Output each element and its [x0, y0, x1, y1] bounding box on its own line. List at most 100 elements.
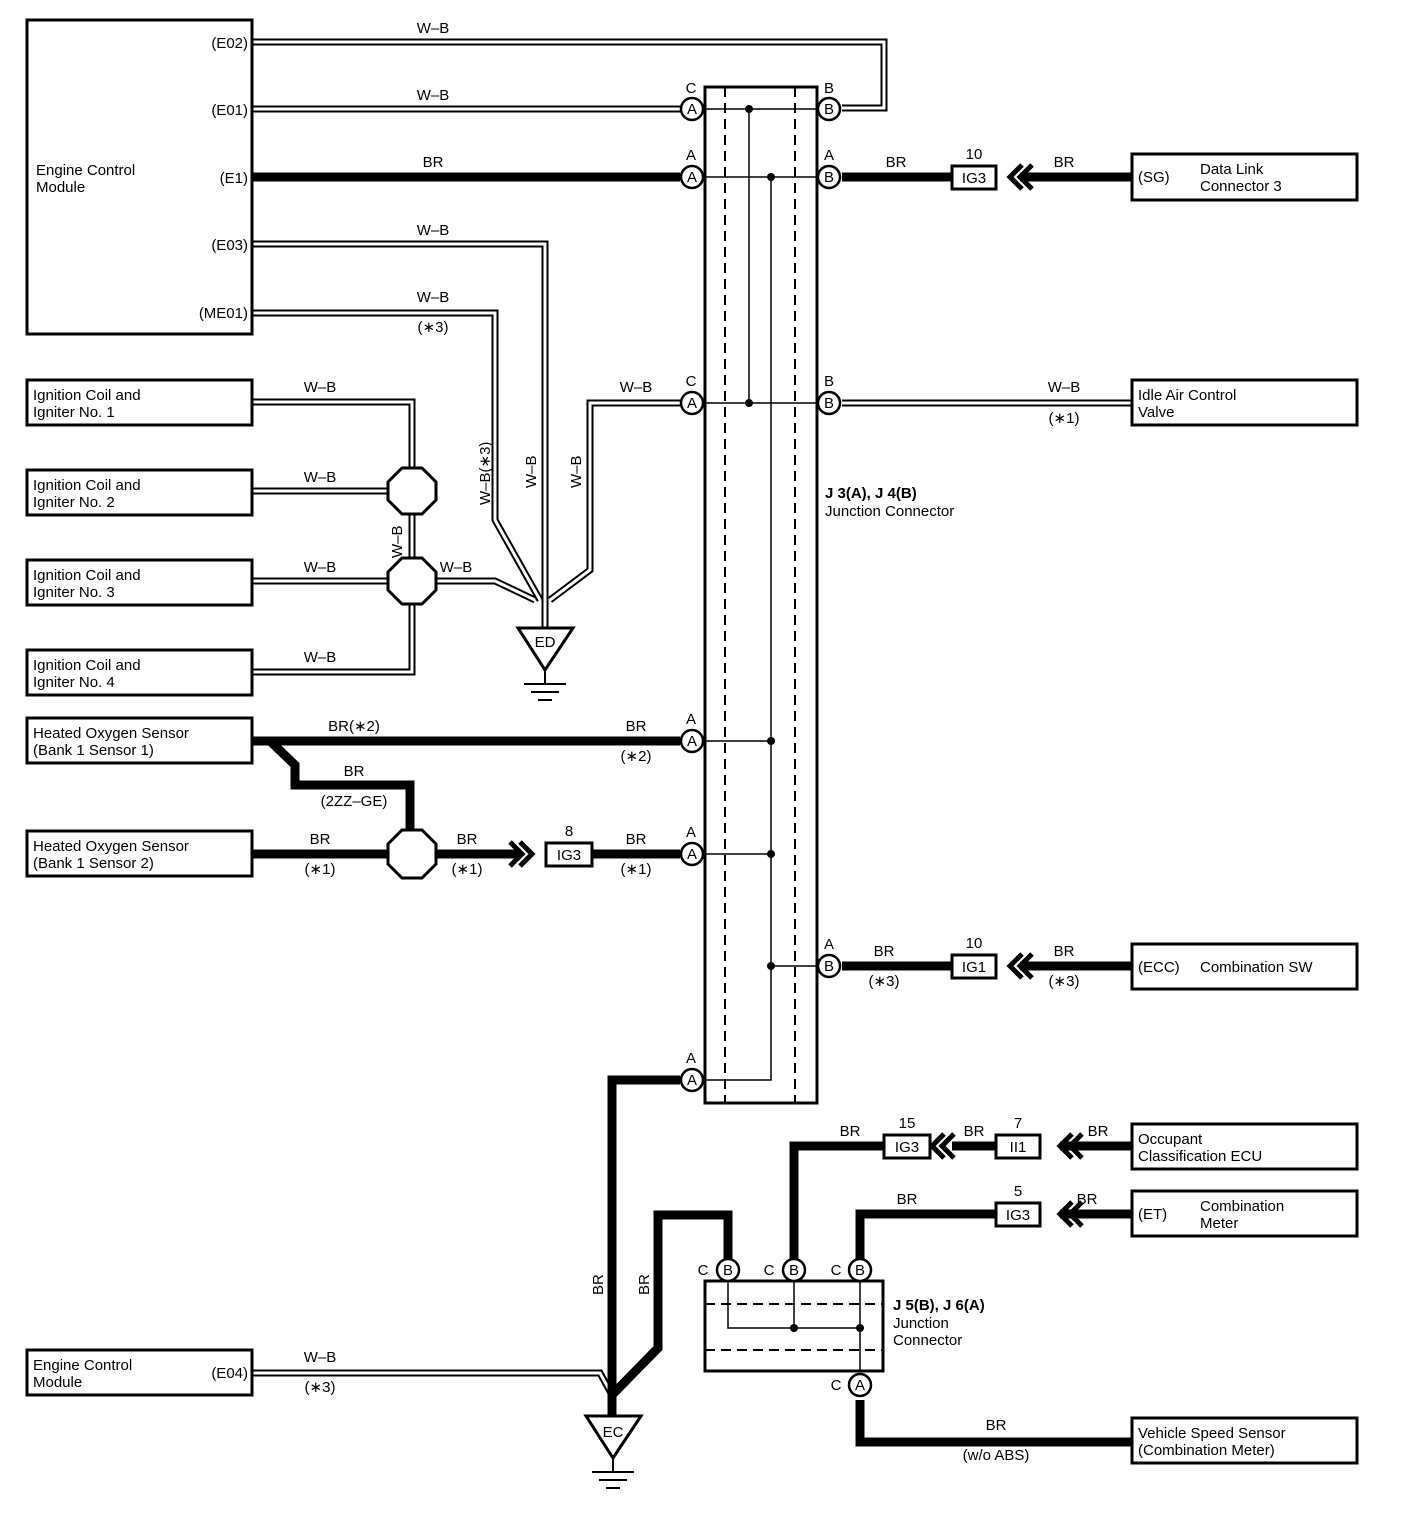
svg-text:Ignition Coil and: Ignition Coil and: [33, 477, 141, 494]
svg-text:(∗2): (∗2): [621, 748, 652, 765]
svg-text:A: A: [824, 936, 834, 953]
svg-text:C: C: [831, 1262, 842, 1279]
wire-labels: W–B W–B BR W–B W–B (∗3) BR BR W–B W–B W–…: [304, 20, 1109, 1464]
ground-ec: EC: [583, 1414, 644, 1489]
svg-text:B: B: [824, 395, 834, 412]
svg-text:A: A: [687, 169, 697, 186]
vehicle-speed-sensor: Vehicle Speed Sensor (Combination Meter): [1130, 1416, 1359, 1465]
svg-text:10: 10: [966, 146, 983, 163]
svg-text:A: A: [687, 733, 697, 750]
svg-text:W–B: W–B: [389, 525, 406, 558]
svg-text:W–B: W–B: [620, 379, 653, 396]
svg-text:A: A: [686, 824, 696, 841]
svg-text:BR: BR: [457, 831, 478, 848]
svg-text:(ET): (ET): [1138, 1206, 1167, 1223]
svg-text:Connector 3: Connector 3: [1200, 178, 1282, 195]
svg-text:Module: Module: [33, 1374, 82, 1391]
svg-text:(E1): (E1): [220, 170, 248, 187]
svg-text:B: B: [723, 1262, 733, 1279]
svg-text:II1: II1: [1010, 1139, 1027, 1156]
svg-text:(E01): (E01): [211, 102, 248, 119]
j56-terminals: BC BC BC AC: [698, 1257, 873, 1398]
svg-text:Heated Oxygen Sensor: Heated Oxygen Sensor: [33, 725, 189, 742]
svg-text:IG3: IG3: [962, 170, 986, 187]
svg-text:J 3(A), J 4(B): J 3(A), J 4(B): [825, 485, 917, 502]
svg-text:(∗1): (∗1): [452, 861, 483, 878]
svg-text:A: A: [687, 395, 697, 412]
svg-text:BR: BR: [897, 1191, 918, 1208]
ecm-bottom: Engine Control Module (E04): [25, 1348, 254, 1397]
svg-text:15: 15: [899, 1115, 916, 1132]
svg-text:B: B: [855, 1262, 865, 1279]
svg-text:Igniter No. 3: Igniter No. 3: [33, 584, 115, 601]
svg-text:Vehicle Speed Sensor: Vehicle Speed Sensor: [1138, 1425, 1286, 1442]
svg-text:B: B: [824, 958, 834, 975]
svg-text:Junction Connector: Junction Connector: [825, 503, 954, 520]
svg-text:EC: EC: [603, 1424, 624, 1441]
svg-text:(SG): (SG): [1138, 169, 1170, 186]
svg-text:Heated Oxygen Sensor: Heated Oxygen Sensor: [33, 838, 189, 855]
svg-text:IG3: IG3: [895, 1139, 919, 1156]
svg-text:BR: BR: [1077, 1191, 1098, 1208]
svg-text:Ignition Coil and: Ignition Coil and: [33, 387, 141, 404]
svg-text:Junction: Junction: [893, 1315, 949, 1332]
svg-text:(∗1): (∗1): [305, 861, 336, 878]
svg-text:Occupant: Occupant: [1138, 1131, 1203, 1148]
heated-oxygen-sensor-2: Heated Oxygen Sensor (Bank 1 Sensor 2): [25, 829, 254, 878]
svg-text:BR: BR: [590, 1274, 607, 1295]
svg-text:A: A: [824, 147, 834, 164]
svg-text:B: B: [824, 101, 834, 118]
svg-text:W–B: W–B: [417, 222, 450, 239]
svg-text:W–B: W–B: [1048, 379, 1081, 396]
svg-text:BR: BR: [1088, 1123, 1109, 1140]
idle-air-control-valve: Idle Air Control Valve: [1130, 378, 1359, 427]
svg-text:BR: BR: [1054, 154, 1075, 171]
svg-text:W–B: W–B: [568, 455, 585, 488]
svg-text:ED: ED: [535, 634, 556, 651]
svg-text:W–B: W–B: [304, 649, 337, 666]
svg-text:IG3: IG3: [557, 847, 581, 864]
svg-text:C: C: [686, 373, 697, 390]
svg-text:W–B: W–B: [304, 1349, 337, 1366]
svg-text:(ECC): (ECC): [1138, 959, 1180, 976]
occupant-classification-ecu: Occupant Classification ECU: [1130, 1122, 1359, 1171]
ecm-top: Engine Control Module (E02) (E01) (E1) (…: [25, 18, 254, 336]
svg-text:(E04): (E04): [211, 1365, 248, 1382]
svg-text:C: C: [764, 1262, 775, 1279]
svg-text:B: B: [789, 1262, 799, 1279]
j34-terminals: AC BB AA BA AC BB AA AA BA AA: [679, 80, 842, 1093]
svg-text:5: 5: [1014, 1183, 1022, 1200]
svg-text:(∗3): (∗3): [305, 1379, 336, 1396]
svg-text:Engine Control: Engine Control: [36, 162, 135, 179]
svg-text:Engine Control: Engine Control: [33, 1357, 132, 1374]
svg-text:BR: BR: [1054, 943, 1075, 960]
svg-text:(Combination Meter): (Combination Meter): [1138, 1442, 1275, 1459]
svg-text:Module: Module: [36, 179, 85, 196]
svg-text:Valve: Valve: [1138, 404, 1174, 421]
svg-text:(∗1): (∗1): [621, 861, 652, 878]
svg-text:B: B: [824, 169, 834, 186]
svg-text:A: A: [687, 101, 697, 118]
svg-text:BR: BR: [423, 154, 444, 171]
svg-text:(Bank 1 Sensor 1): (Bank 1 Sensor 1): [33, 742, 154, 759]
heated-oxygen-sensor-1: Heated Oxygen Sensor (Bank 1 Sensor 1): [25, 716, 254, 765]
svg-text:Data Link: Data Link: [1200, 161, 1264, 178]
svg-text:C: C: [686, 80, 697, 97]
svg-text:B: B: [824, 80, 834, 97]
data-link-connector-3: (SG) Data Link Connector 3: [1130, 152, 1359, 202]
svg-text:IG1: IG1: [962, 959, 986, 976]
svg-text:J 5(B), J 6(A): J 5(B), J 6(A): [893, 1297, 985, 1314]
ignition-coil-4: Ignition Coil and Igniter No. 4: [25, 648, 254, 697]
svg-text:BR: BR: [310, 831, 331, 848]
svg-text:BR: BR: [344, 763, 365, 780]
svg-text:BR: BR: [626, 718, 647, 735]
svg-text:(E03): (E03): [211, 237, 248, 254]
svg-text:Classification ECU: Classification ECU: [1138, 1148, 1262, 1165]
svg-text:10: 10: [966, 935, 983, 952]
svg-text:W–B: W–B: [304, 379, 337, 396]
svg-text:A: A: [687, 1072, 697, 1089]
svg-text:(ME01): (ME01): [199, 305, 248, 322]
svg-text:BR: BR: [886, 154, 907, 171]
svg-text:BR: BR: [840, 1123, 861, 1140]
